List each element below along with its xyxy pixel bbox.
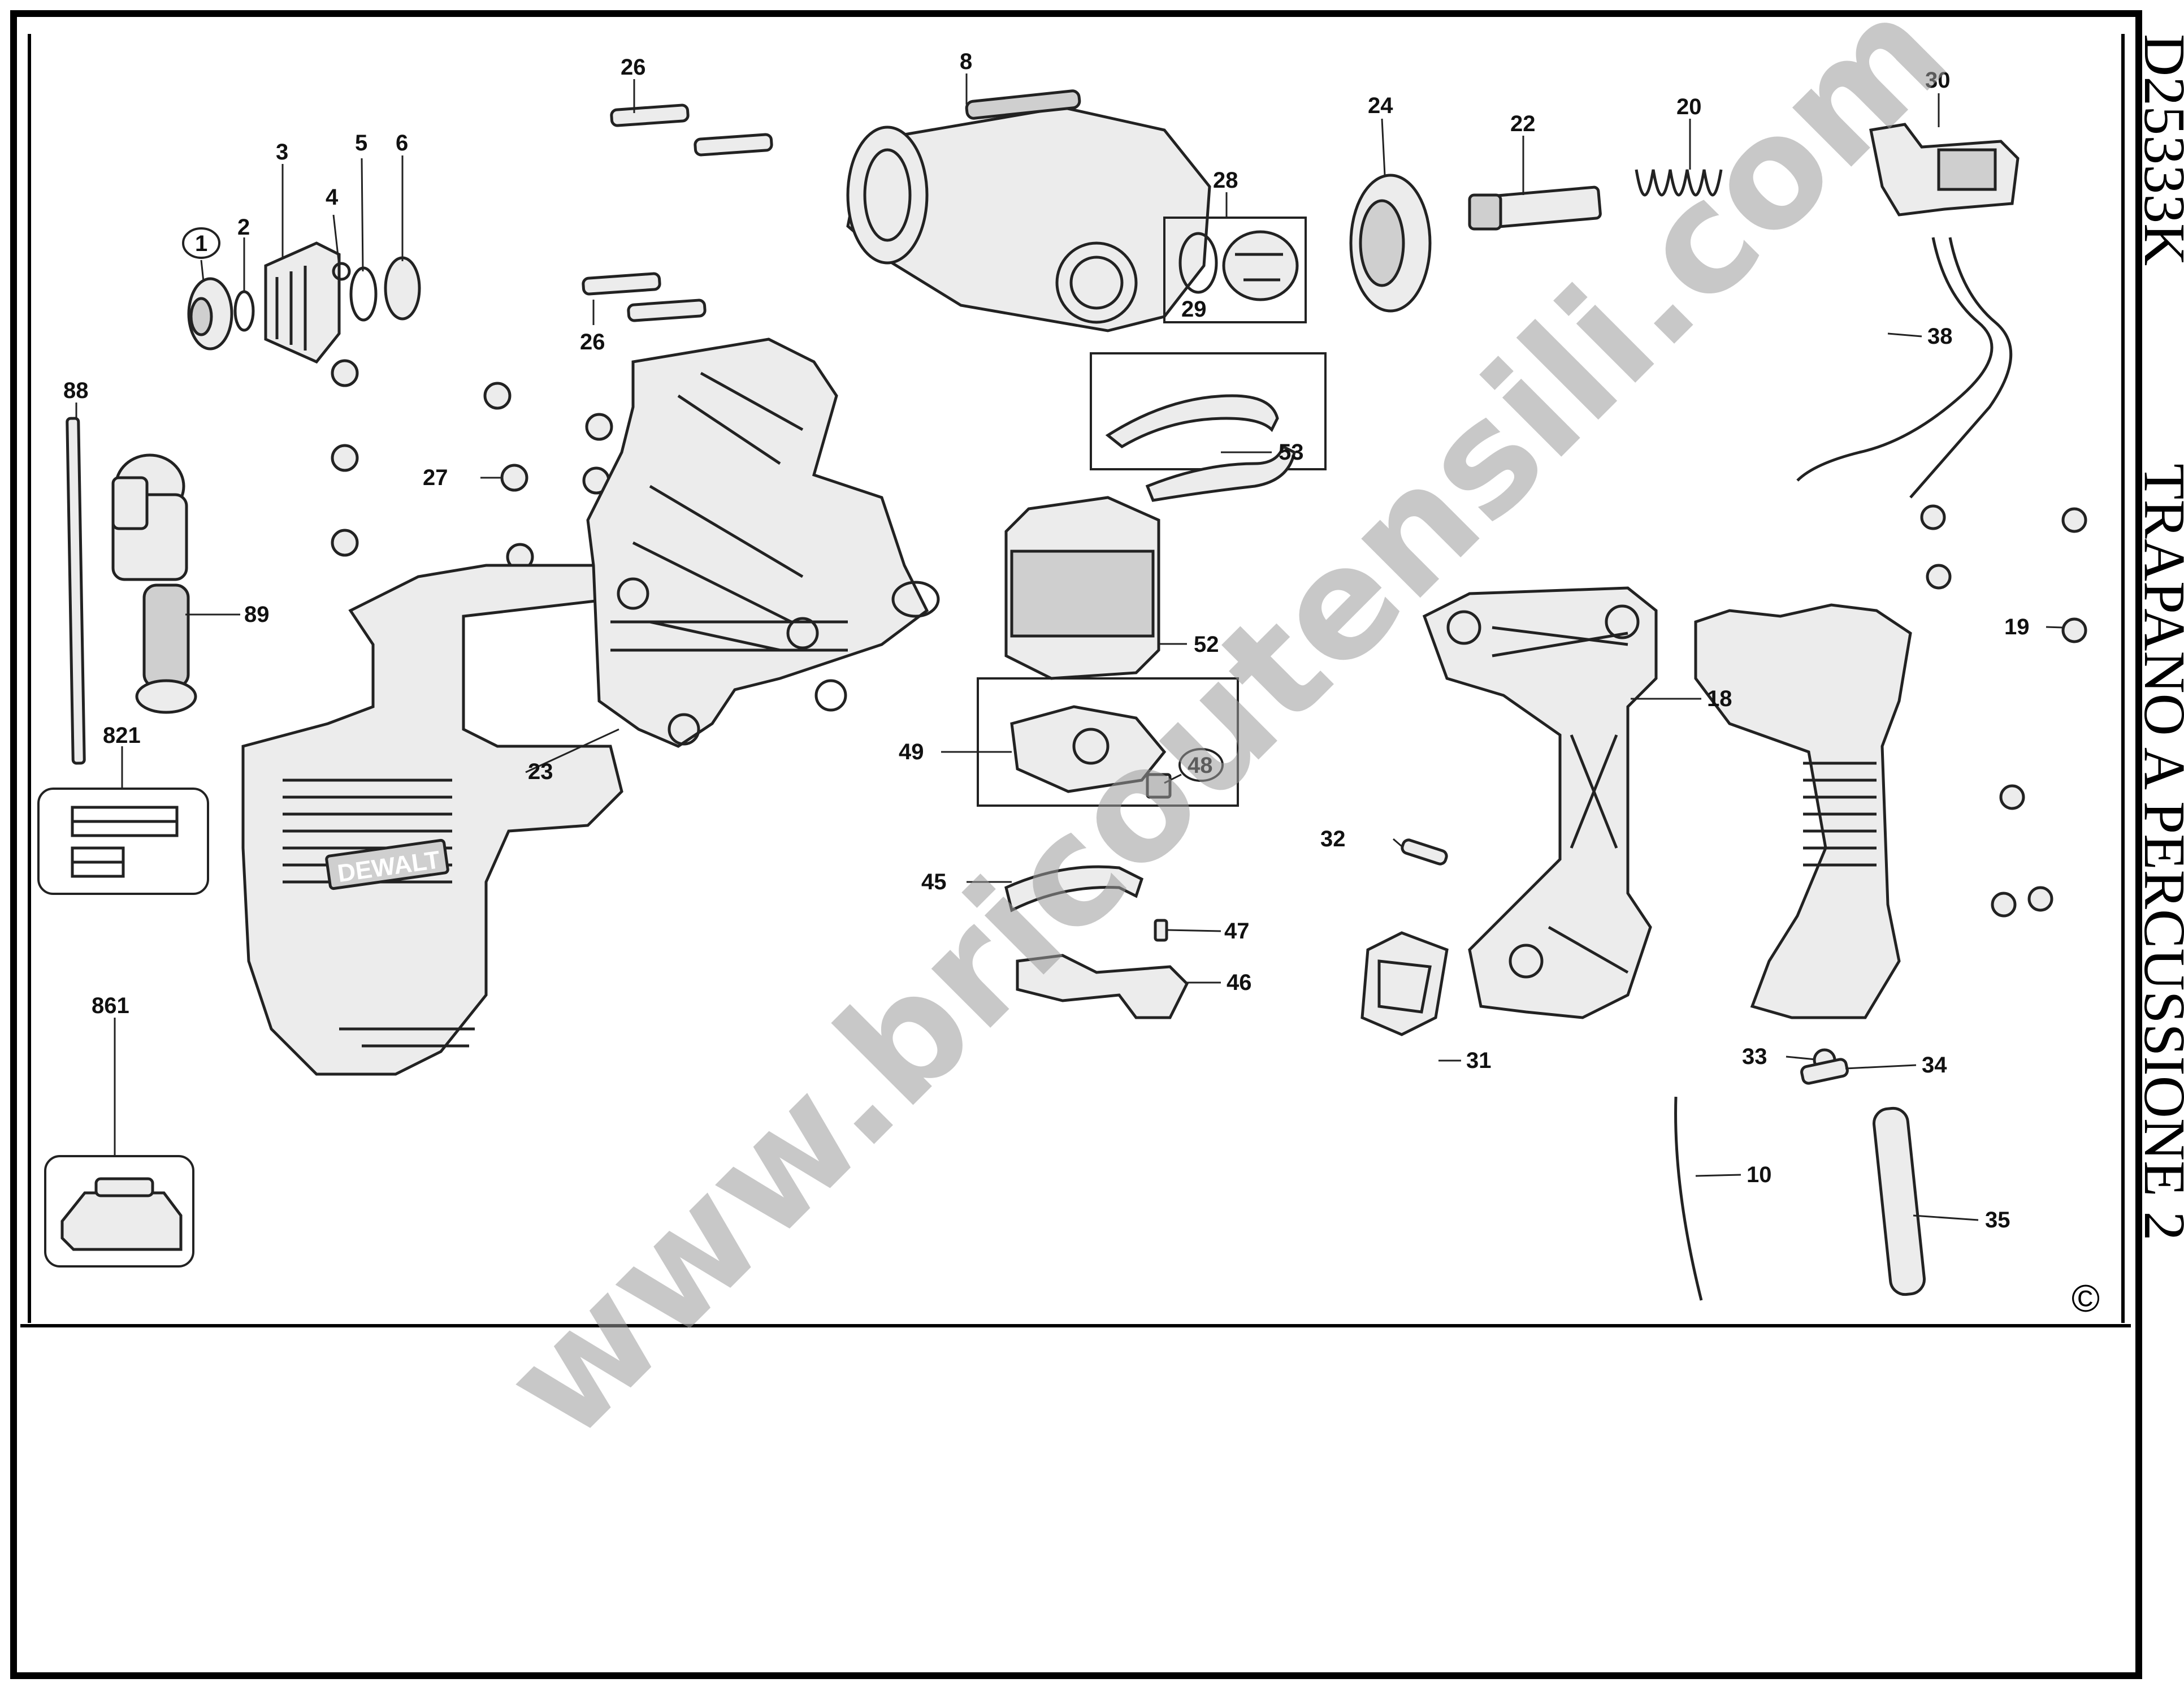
label-part-27: 27 — [423, 465, 448, 490]
marker-circle-1 — [182, 227, 220, 259]
part-31-cover — [1360, 931, 1449, 1036]
part-46-baffle — [1016, 954, 1189, 1019]
diagram-subtitle: TRAPANO A PERCUSSIONE 2 — [2132, 464, 2184, 1241]
label-part-23: 23 — [528, 759, 553, 784]
label-part-32: 32 — [1320, 827, 1346, 851]
part-861-case-box — [44, 1155, 194, 1268]
part-29-ring — [1178, 232, 1218, 294]
part-6-spring — [384, 256, 421, 321]
part-labels: 1 2 3 4 5 6 26 26 8 28 29 24 22 20 30 38… — [63, 49, 2030, 1232]
part-28-clutch-gear — [1222, 230, 1299, 301]
part-52-stator — [1004, 496, 1160, 680]
label-part-89: 89 — [244, 602, 270, 627]
title-block: D25333K TRAPANO A PERCUSSIONE 2 — [2132, 34, 2184, 1241]
label-part-33: 33 — [1742, 1044, 1767, 1069]
label-part-5: 5 — [355, 131, 367, 155]
part-30-switch — [1869, 123, 2020, 217]
part-47-screw — [1154, 919, 1168, 942]
part-48-brush — [1146, 773, 1172, 799]
part-49-brush-plate — [1010, 705, 1167, 793]
label-part-6: 6 — [396, 131, 408, 155]
part-20-spring — [1635, 169, 1723, 197]
part-26-pins-top — [610, 103, 773, 157]
label-part-31: 31 — [1466, 1048, 1492, 1073]
part-28-group-box — [1163, 217, 1307, 323]
part-26-pins-bottom — [582, 272, 707, 322]
label-part-20: 20 — [1676, 94, 1702, 119]
part-53-brush-holders — [1105, 394, 1296, 502]
leader-lines — [75, 73, 2064, 1221]
label-part-821: 821 — [103, 723, 141, 748]
label-part-19: 19 — [2004, 615, 2030, 639]
part-45-clamp — [1004, 865, 1144, 912]
part-88-depth-rod — [66, 417, 86, 765]
part-3-chuck-body — [264, 241, 341, 364]
part-23-main-housing-left: DEWALT — [241, 564, 623, 1076]
part-89-side-handle — [111, 453, 197, 714]
part-1-front-cap — [187, 277, 233, 351]
part-38-wires — [1796, 237, 2013, 499]
part-34-bushing — [1800, 1058, 1849, 1085]
label-part-88: 88 — [63, 378, 89, 403]
label-part-24: 24 — [1368, 93, 1393, 118]
label-part-53: 53 — [1279, 440, 1304, 465]
part-10-power-cord — [1674, 1096, 1703, 1301]
label-part-52: 52 — [1194, 632, 1219, 657]
part-23-main-housing-frame — [586, 338, 940, 748]
label-part-861: 861 — [92, 993, 129, 1018]
label-part-2: 2 — [237, 215, 250, 240]
copyright-mark: © — [2072, 1277, 2100, 1320]
label-part-30: 30 — [1925, 68, 1951, 93]
label-part-28: 28 — [1213, 168, 1238, 193]
label-part-49: 49 — [899, 739, 924, 764]
label-part-10: 10 — [1747, 1162, 1772, 1187]
label-part-26-bottom: 26 — [580, 330, 605, 354]
label-part-8: 8 — [960, 49, 972, 74]
part-handle-outer — [1694, 603, 1912, 1019]
part-2-ring — [233, 290, 255, 332]
part-5-washer — [349, 266, 378, 322]
label-part-47: 47 — [1224, 919, 1250, 944]
label-part-45: 45 — [921, 870, 947, 894]
part-19-screws — [1920, 504, 2087, 918]
part-24-bearing-housing — [1349, 174, 1432, 313]
label-part-48: 48 — [1188, 753, 1213, 778]
part-8-gear-housing — [846, 89, 1211, 332]
part-22-shaft — [1468, 185, 1602, 231]
label-part-22: 22 — [1510, 111, 1536, 136]
part-4-ball — [332, 262, 351, 281]
part-35-cord-guard — [1872, 1106, 1926, 1296]
label-part-1: 1 — [195, 231, 207, 256]
label-part-26-top: 26 — [621, 55, 646, 80]
part-49-group-box — [977, 677, 1239, 807]
label-part-38: 38 — [1927, 324, 1953, 349]
label-part-18: 18 — [1707, 686, 1732, 711]
model-number: D25333K — [2132, 34, 2184, 266]
part-18-handle-inner — [1422, 586, 1658, 1019]
label-part-35: 35 — [1985, 1208, 2010, 1232]
label-part-3: 3 — [276, 140, 288, 165]
part-32-pin — [1401, 838, 1448, 866]
label-part-46: 46 — [1227, 970, 1252, 995]
label-part-34: 34 — [1922, 1053, 1947, 1078]
label-part-4: 4 — [326, 185, 339, 210]
marker-circle-48 — [1178, 748, 1224, 782]
label-part-29: 29 — [1181, 297, 1207, 322]
part-821-labels-box — [37, 788, 209, 895]
page-frame — [10, 10, 2142, 1679]
